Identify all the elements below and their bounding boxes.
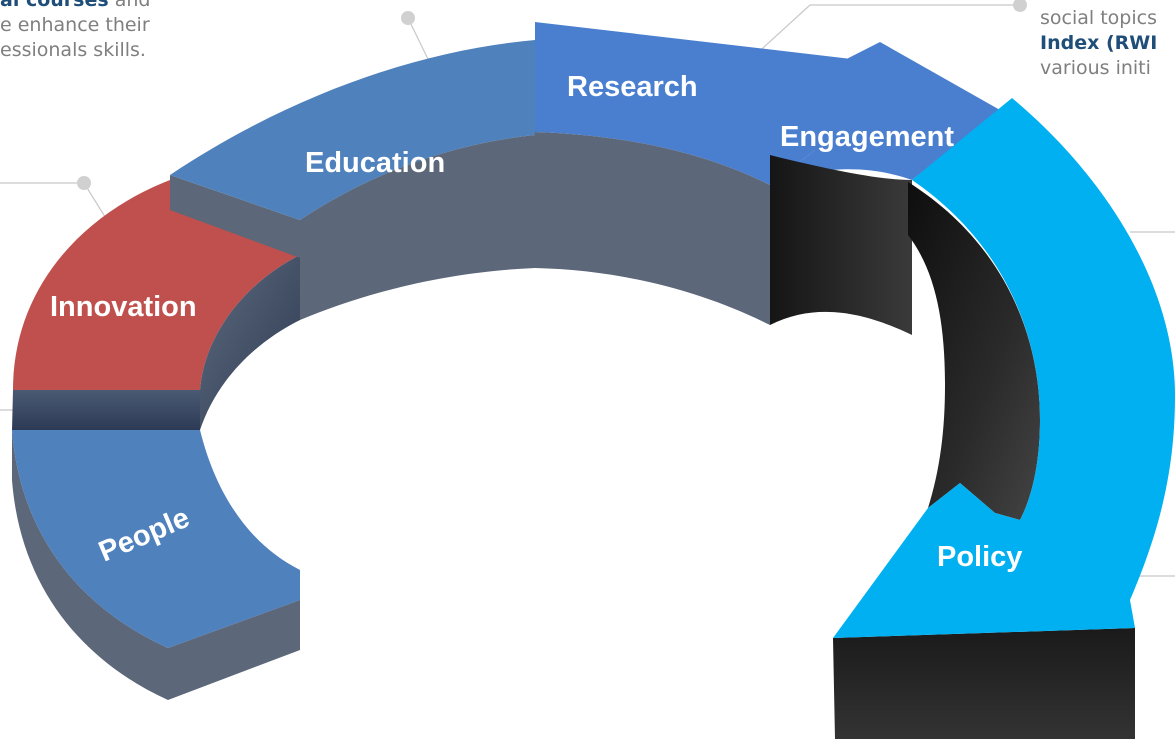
policy-inner xyxy=(908,182,1040,520)
segment-policy: Policy xyxy=(833,98,1175,739)
innovation-inner xyxy=(200,255,300,430)
people-side xyxy=(12,430,168,700)
segment-education: Education xyxy=(170,40,535,320)
left-callout-text: al courses and e enhance their essionals… xyxy=(0,0,150,63)
people-front xyxy=(168,600,300,700)
engagement-inner xyxy=(770,155,912,335)
right-callout-line-2: Index (RWI xyxy=(1040,31,1157,56)
left-callout-line-2: e enhance their xyxy=(0,14,150,36)
people-top xyxy=(12,430,300,648)
callout-dot-engagement xyxy=(1013,0,1027,12)
innovation-top xyxy=(13,180,300,390)
research-inner xyxy=(535,132,770,325)
education-front xyxy=(170,175,300,258)
left-callout-line-3: essionals skills. xyxy=(0,39,146,61)
segment-engagement: Engagement xyxy=(770,42,1000,335)
left-callout-bold: al courses xyxy=(0,0,109,11)
right-callout-bold: Index (RWI xyxy=(1040,32,1158,54)
segment-innovation: Innovation xyxy=(12,180,300,430)
research-top xyxy=(535,22,860,185)
segment-people: People xyxy=(12,430,300,700)
education-label: Education xyxy=(305,147,445,179)
left-callout-line-1: al courses and xyxy=(0,0,150,13)
engagement-label: Engagement xyxy=(780,121,954,153)
callout-dot-education xyxy=(401,11,415,25)
right-callout-line-3: various initi xyxy=(1040,57,1151,79)
left-callout-rest: and xyxy=(108,0,151,11)
policy-arrow xyxy=(833,98,1175,638)
research-label: Research xyxy=(567,71,698,103)
right-callout-text: social topics Index (RWI various initi xyxy=(1040,6,1157,81)
engagement-top xyxy=(770,42,1000,185)
innovation-label: Innovation xyxy=(50,291,197,323)
policy-label: Policy xyxy=(937,541,1022,573)
segment-research: Research xyxy=(535,22,860,325)
innovation-strip xyxy=(12,390,200,430)
policy-base xyxy=(833,628,1135,739)
education-inner xyxy=(300,135,535,320)
callout-dot-innovation xyxy=(77,176,91,190)
right-callout-line-1: social topics xyxy=(1040,7,1157,29)
education-top xyxy=(170,40,535,220)
